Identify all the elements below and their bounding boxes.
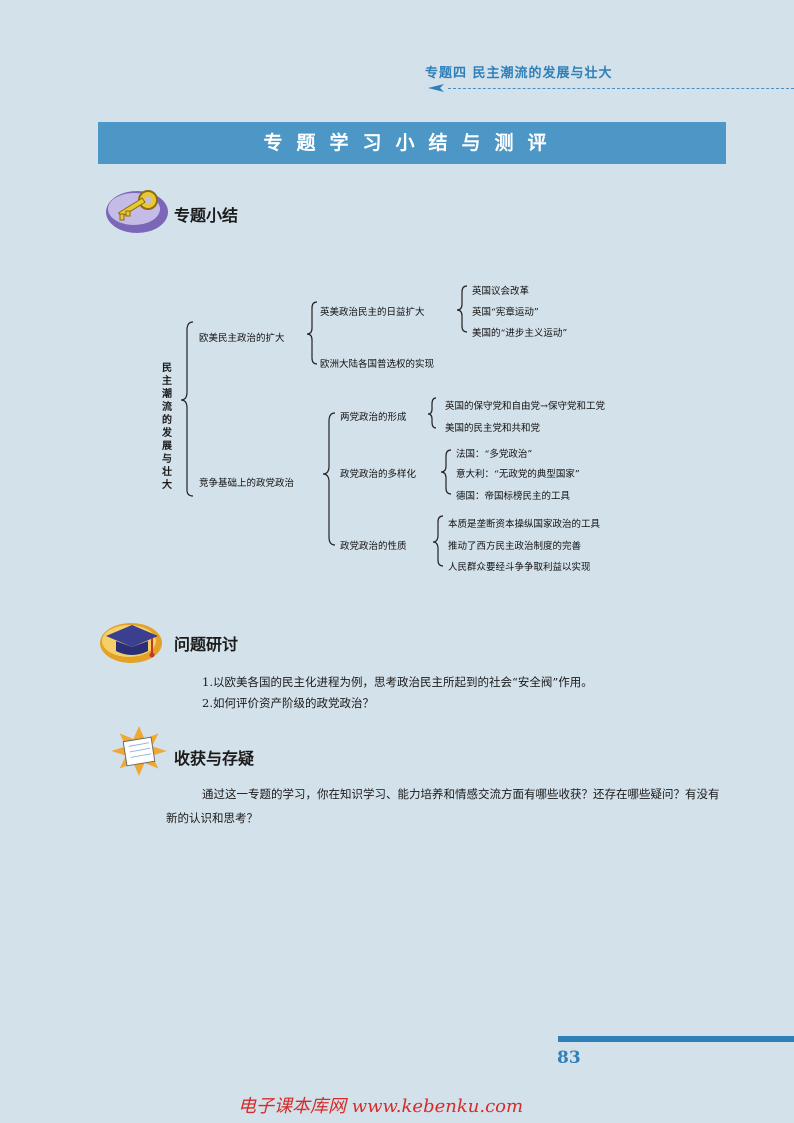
mindmap-b1-sub1-item: 英国“宪章运动” (472, 307, 539, 318)
mindmap-b2-sub2-item: 法国：“多党政治” (456, 449, 533, 460)
mindmap-branch-2: 竞争基础上的政党政治 (199, 478, 295, 489)
mindmap-b2-sub1: 两党政治的形成 (340, 412, 407, 423)
mindmap-b2-sub2-item: 德国：帝国标榜民主的工具 (456, 491, 571, 502)
mindmap-b1-sub2: 欧洲大陆各国普选权的实现 (320, 359, 435, 370)
discussion-title: 问题研讨 (174, 635, 239, 654)
mindmap-b2-sub1-item: 美国的民主党和共和党 (445, 423, 541, 434)
header-divider (448, 88, 794, 89)
running-header: 专题四 民主潮流的发展与壮大 (425, 66, 613, 81)
discussion-question: 2.如何评价资产阶级的政党政治？ (202, 696, 374, 710)
summary-title: 专题小结 (174, 206, 239, 225)
reflection-title: 收获与存疑 (174, 749, 255, 768)
mindmap-b1-sub1-item: 美国的“进步主义运动” (472, 328, 568, 339)
mindmap-b2-sub1-item: 英国的保守党和自由党→保守党和工党 (445, 401, 605, 412)
mindmap-b2-sub2: 政党政治的多样化 (340, 469, 417, 480)
arrow-left-icon (428, 84, 444, 92)
mindmap-b2-sub3-item: 本质是垄断资本操纵国家政治的工具 (448, 519, 601, 530)
mindmap-b2-sub3-item: 人民群众要经斗争争取利益以实现 (448, 562, 591, 573)
page-number: 83 (557, 1048, 581, 1068)
mindmap-b1-sub1: 英美政治民主的日益扩大 (320, 307, 425, 318)
graduation-cap-icon (100, 623, 162, 663)
footer-bar (558, 1036, 794, 1042)
reflection-text: 通过这一专题的学习，你在知识学习、能力培养和情感交流方面有哪些收获？还存在哪些疑… (166, 787, 720, 825)
discussion-question: 1.以欧美各国的民主化进程为例，思考政治民主所起到的社会“安全阀”作用。 (202, 675, 593, 689)
mindmap-b1-sub1-item: 英国议会改革 (472, 286, 530, 297)
mindmap-branch-1: 欧美民主政治的扩大 (199, 333, 285, 344)
notebook-icon (111, 726, 167, 776)
section-banner: 专题学习小结与测评 (98, 122, 726, 164)
mindmap-b2-sub3: 政党政治的性质 (340, 541, 407, 552)
mindmap-b2-sub2-item: 意大利：“无政党的典型国家” (456, 469, 580, 480)
key-icon (106, 190, 168, 233)
mindmap-b2-sub3-item: 推动了西方民主政治制度的完善 (448, 541, 582, 552)
mindmap-root: 民主潮流的发展与壮大 (162, 363, 172, 491)
watermark: 电子课本库网 www.kebenku.com (238, 1096, 524, 1117)
